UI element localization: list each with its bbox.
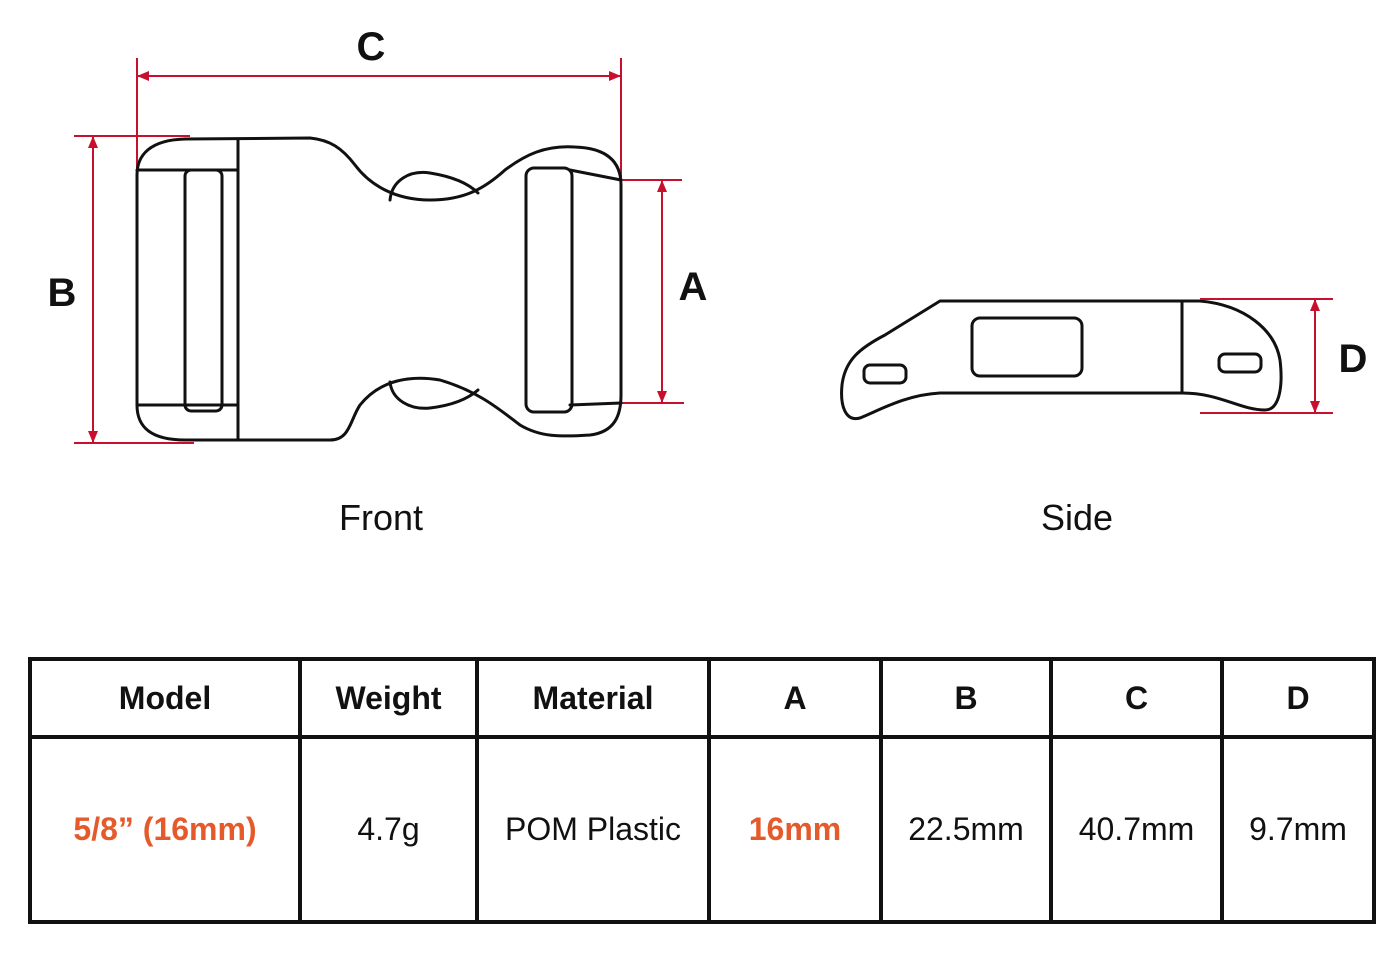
front-buckle-outline <box>135 136 623 442</box>
dimension-a: A <box>600 179 708 404</box>
cell-model: 5/8” (16mm) <box>28 735 302 924</box>
front-caption: Front <box>339 497 423 538</box>
front-view: C B A <box>48 25 708 538</box>
spec-table: Model Weight Material A B C D 5/8” (16mm… <box>28 657 1376 924</box>
dimension-d: D <box>1200 298 1368 414</box>
side-buckle-outline <box>840 299 1283 421</box>
table-header-row: Model Weight Material A B C D <box>28 657 1376 739</box>
cell-material: POM Plastic <box>475 735 711 924</box>
side-view: D Side <box>840 298 1368 538</box>
header-material: Material <box>475 657 711 739</box>
cell-a: 16mm <box>707 735 883 924</box>
side-caption: Side <box>1041 497 1113 538</box>
header-c: C <box>1049 657 1224 739</box>
dimension-c: C <box>136 25 622 180</box>
cell-c: 40.7mm <box>1049 735 1224 924</box>
header-model: Model <box>28 657 302 739</box>
dimension-b-label: B <box>48 271 77 315</box>
dimension-b: B <box>48 135 194 444</box>
header-weight: Weight <box>298 657 479 739</box>
cell-weight: 4.7g <box>298 735 479 924</box>
dimension-a-label: A <box>679 265 708 309</box>
cell-d: 9.7mm <box>1220 735 1376 924</box>
dimension-d-label: D <box>1339 337 1368 381</box>
header-d: D <box>1220 657 1376 739</box>
header-a: A <box>707 657 883 739</box>
dimension-c-label: C <box>357 25 386 69</box>
header-b: B <box>879 657 1053 739</box>
cell-b: 22.5mm <box>879 735 1053 924</box>
table-row: 5/8” (16mm) 4.7g POM Plastic 16mm 22.5mm… <box>28 735 1376 924</box>
